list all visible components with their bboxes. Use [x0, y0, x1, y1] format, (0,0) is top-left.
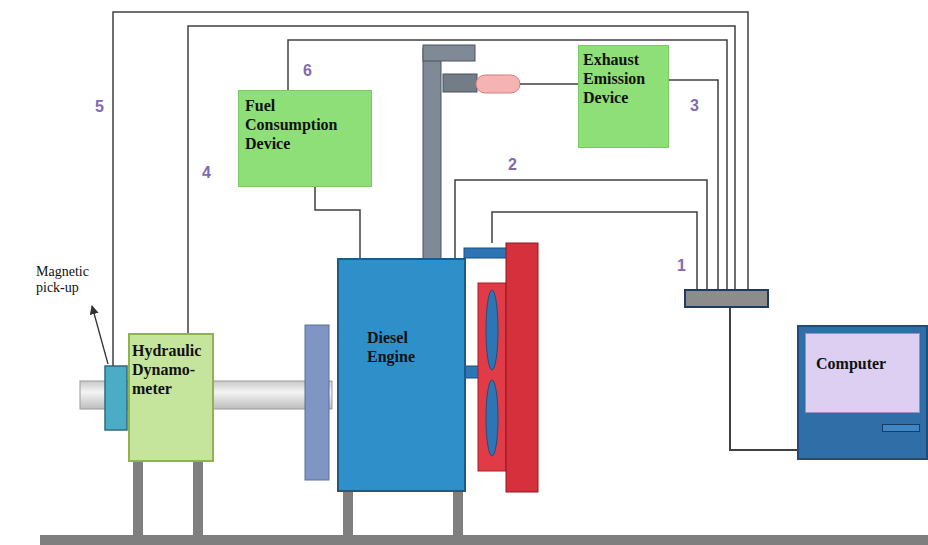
callout-number: 2 [508, 156, 517, 174]
callout-number: 3 [690, 97, 699, 115]
dynamometer-box: Hydraulic Dynamo- meter [128, 333, 214, 462]
node-text: Diesel Engine [367, 328, 447, 366]
part-label-holder: Magnetic pick-up [36, 264, 102, 296]
engine-leg [453, 492, 463, 535]
engine-box: Diesel Engine [337, 258, 466, 492]
coolant-pipe [464, 248, 508, 258]
callout-number: 6 [303, 62, 312, 80]
computer-cable [730, 307, 797, 450]
signal-wire [492, 212, 697, 291]
callout-number-holder: 6 [303, 62, 312, 80]
engine-leg [343, 492, 353, 535]
callout-number: 4 [202, 164, 211, 182]
fan-blade [486, 380, 498, 456]
device-box: Exhaust Emission Device [578, 45, 669, 148]
exhaust-probe [476, 75, 520, 93]
probe-wire [520, 83, 578, 85]
signal-wire [315, 187, 360, 258]
monitor-screen-text: Computer [805, 333, 920, 413]
callout-number-holder: 5 [95, 98, 104, 116]
ground-floor [40, 535, 928, 545]
callout-number-holder: 4 [202, 164, 211, 182]
computer-monitor: Computer [797, 325, 928, 460]
magnetic-pickup [105, 366, 127, 430]
node-text: Hydraulic Dynamo- meter [132, 341, 208, 398]
signal-wire [669, 80, 797, 450]
fan-blade [486, 290, 498, 370]
fan-housing [478, 283, 506, 471]
callout-number: 1 [677, 257, 686, 275]
junction-bar [685, 290, 768, 307]
dynamometer-leg [133, 462, 143, 535]
callout-number-holder: 1 [677, 257, 686, 275]
monitor-slot [882, 424, 920, 432]
flywheel [305, 325, 329, 480]
callout-number: 5 [95, 98, 104, 116]
leader-arrow [92, 306, 108, 364]
radiator [506, 243, 538, 492]
exhaust-pipe [423, 48, 441, 260]
exhaust-elbow [423, 45, 475, 61]
callout-number-holder: 2 [508, 156, 517, 174]
dynamometer-leg [193, 462, 203, 535]
callout-number-holder: 3 [690, 97, 699, 115]
probe-holder [443, 74, 477, 92]
part-label: Magnetic pick-up [36, 264, 102, 296]
node-text: Fuel Consumption Device [245, 96, 355, 153]
device-box: Fuel Consumption Device [238, 90, 372, 187]
node-text: Exhaust Emission Device [583, 50, 663, 107]
